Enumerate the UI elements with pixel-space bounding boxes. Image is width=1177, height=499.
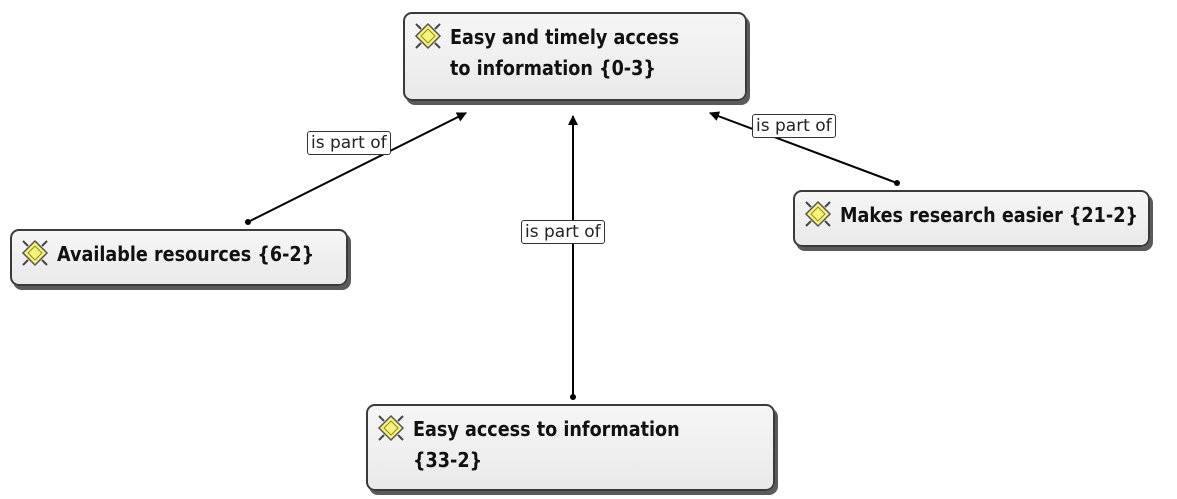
node-label: Easy access to information {33-2} <box>413 417 680 472</box>
node-label: Easy and timely access to information {0… <box>450 25 680 80</box>
node-available-resources[interactable]: Available resources {6-2} <box>10 229 348 286</box>
node-easy-access-to-information[interactable]: Easy access to information {33-2} <box>366 404 775 491</box>
edge-right-to-top[interactable] <box>709 111 900 186</box>
edge-right-endpoint <box>894 180 900 186</box>
node-easy-and-timely-access[interactable]: Easy and timely access to information {0… <box>403 12 747 101</box>
edge-bottom-to-top[interactable] <box>568 115 578 400</box>
edge-left-to-top[interactable] <box>245 112 467 225</box>
sparkle-quote-icon <box>804 200 832 228</box>
edge-bottom-endpoint <box>570 394 576 400</box>
edge-label-left[interactable]: is part of <box>307 131 391 155</box>
node-makes-research-easier[interactable]: Makes research easier {21-2} <box>793 190 1150 247</box>
sparkle-quote-icon <box>414 22 442 50</box>
sparkle-quote-icon <box>21 239 49 267</box>
edge-left-endpoint <box>245 219 251 225</box>
node-label: Available resources {6-2} <box>57 242 315 266</box>
edge-label-right[interactable]: is part of <box>752 114 836 138</box>
edge-label-center[interactable]: is part of <box>521 220 605 244</box>
node-label: Makes research easier {21-2} <box>840 203 1139 227</box>
sparkle-quote-icon <box>377 414 405 442</box>
